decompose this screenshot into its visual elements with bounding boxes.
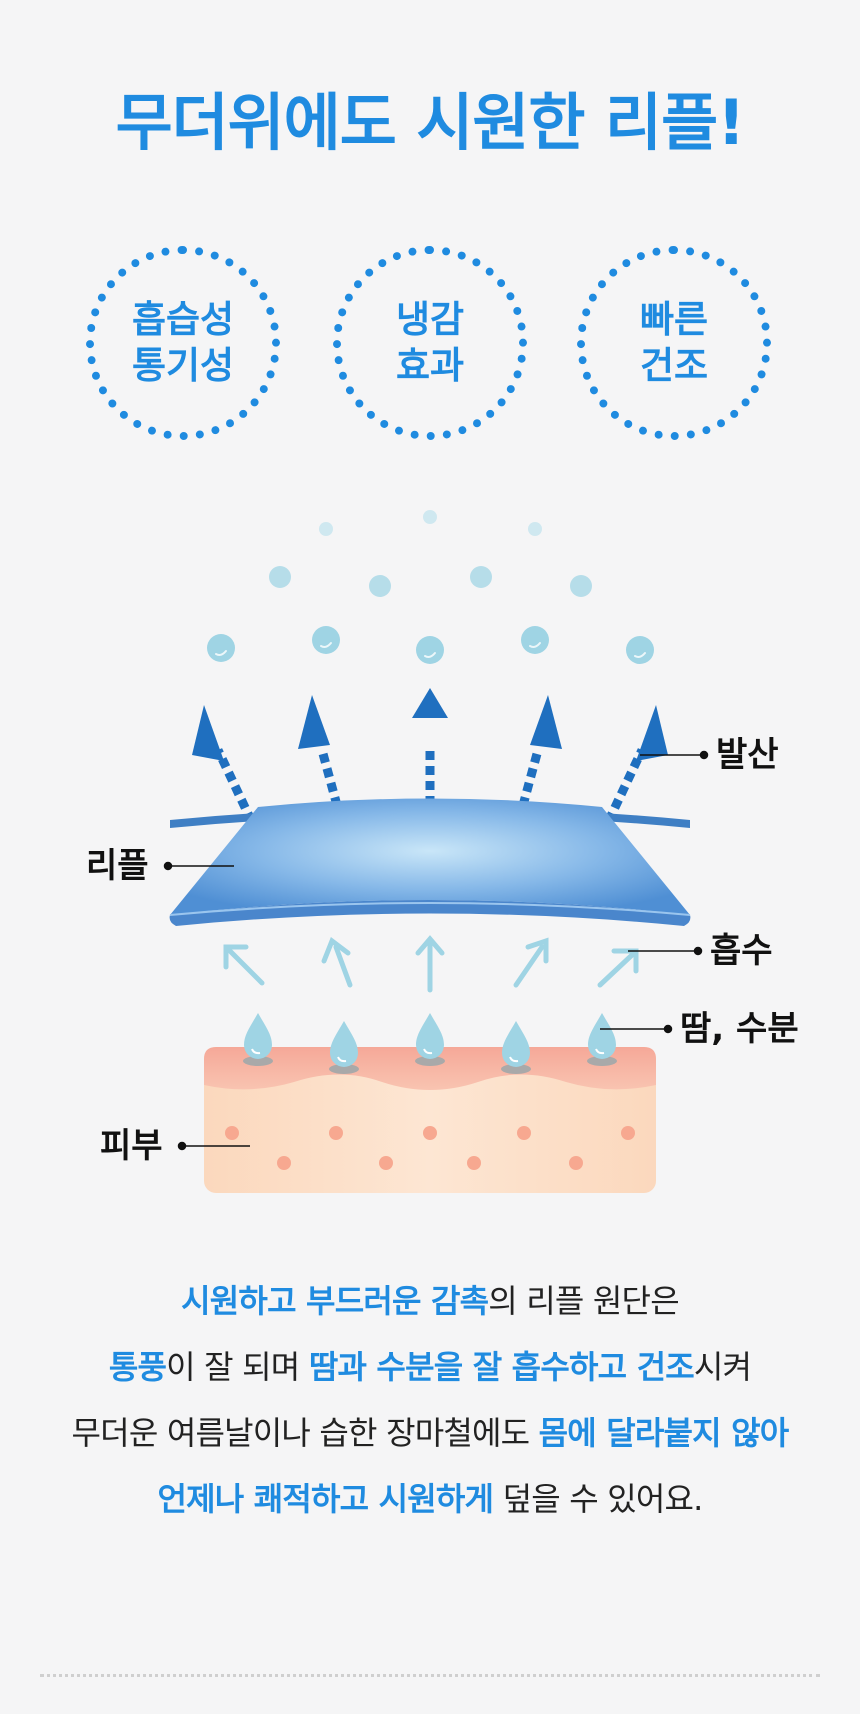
badge-line: 통기성 [131,344,235,387]
label-evaporation: 발산 [716,735,779,775]
badge-cooling-effect: 냉감 효과 [333,246,527,440]
badge-line: 빠른 [639,298,709,341]
vapor-bubble [423,510,437,524]
label-sweat: 땀, 수분 [680,1009,799,1049]
droplet-icon [329,1021,359,1074]
description-line: 통풍이 잘 되며 땀과 수분을 잘 흡수하고 건조시켜 [0,1334,860,1400]
fabric-diagram [163,510,709,1193]
description-text: 시켜 [693,1348,752,1386]
vapor-bubble [312,626,340,654]
droplet-icon [243,1013,273,1066]
description: 시원하고 부드러운 감촉의 리플 원단은 통풍이 잘 되며 땀과 수분을 잘 흡… [0,1268,860,1532]
badge-line: 흡습성 [131,298,235,341]
description-highlight: 통풍 [108,1348,167,1386]
badge-quick-dry: 빠른 건조 [577,246,771,440]
badge-line: 효과 [395,344,465,387]
droplet-icon [415,1013,445,1066]
label-absorption: 흡수 [710,931,773,971]
evaporation-arrowheads [192,688,668,761]
divider [40,1674,820,1677]
description-highlight: 시원하고 부드러운 감촉 [181,1282,489,1320]
description-line: 언제나 쾌적하고 시원하게 덮을 수 있어요. [0,1466,860,1532]
vapor-bubble [269,566,291,588]
skin-layer [204,1047,656,1193]
vapor-bubble [521,626,549,654]
vapor-bubble [369,575,391,597]
description-text: 덮을 수 있어요. [493,1480,704,1518]
vapor-bubble [319,522,333,536]
description-line: 시원하고 부드러운 감촉의 리플 원단은 [0,1268,860,1334]
description-text: 이 잘 되며 [166,1348,309,1386]
vapor-bubbles [207,510,654,664]
badge-line: 건조 [639,344,709,387]
label-skin: 피부 [100,1126,163,1166]
vapor-bubble [626,636,654,664]
droplet-icon [501,1021,531,1074]
vapor-bubble [207,634,235,662]
description-highlight: 땀과 수분을 잘 흡수하고 건조 [308,1348,695,1386]
absorption-arrows [223,935,639,993]
description-highlight: 몸에 달라붙지 않아 [538,1414,790,1452]
badge-line: 냉감 [395,298,465,341]
fabric-layer [169,798,691,926]
vapor-bubble [470,566,492,588]
vapor-bubble [416,636,444,664]
leader-lines [163,750,709,1151]
description-text: 의 리플 원단은 [488,1282,679,1320]
description-line: 무더운 여름날이나 습한 장마철에도 몸에 달라붙지 않아 [0,1400,860,1466]
description-text: 무더운 여름날이나 습한 장마철에도 [71,1414,539,1452]
description-highlight: 언제나 쾌적하고 시원하게 [157,1480,494,1518]
badge-moisture-breathability: 흡습성 통기성 [86,246,280,440]
vapor-bubble [528,522,542,536]
label-fabric: 리플 [86,846,149,886]
vapor-bubble [570,575,592,597]
droplet-icon [587,1013,617,1066]
sweat-droplets [243,1013,617,1074]
page-title: 무더위에도 시원한 리플! [115,86,746,159]
